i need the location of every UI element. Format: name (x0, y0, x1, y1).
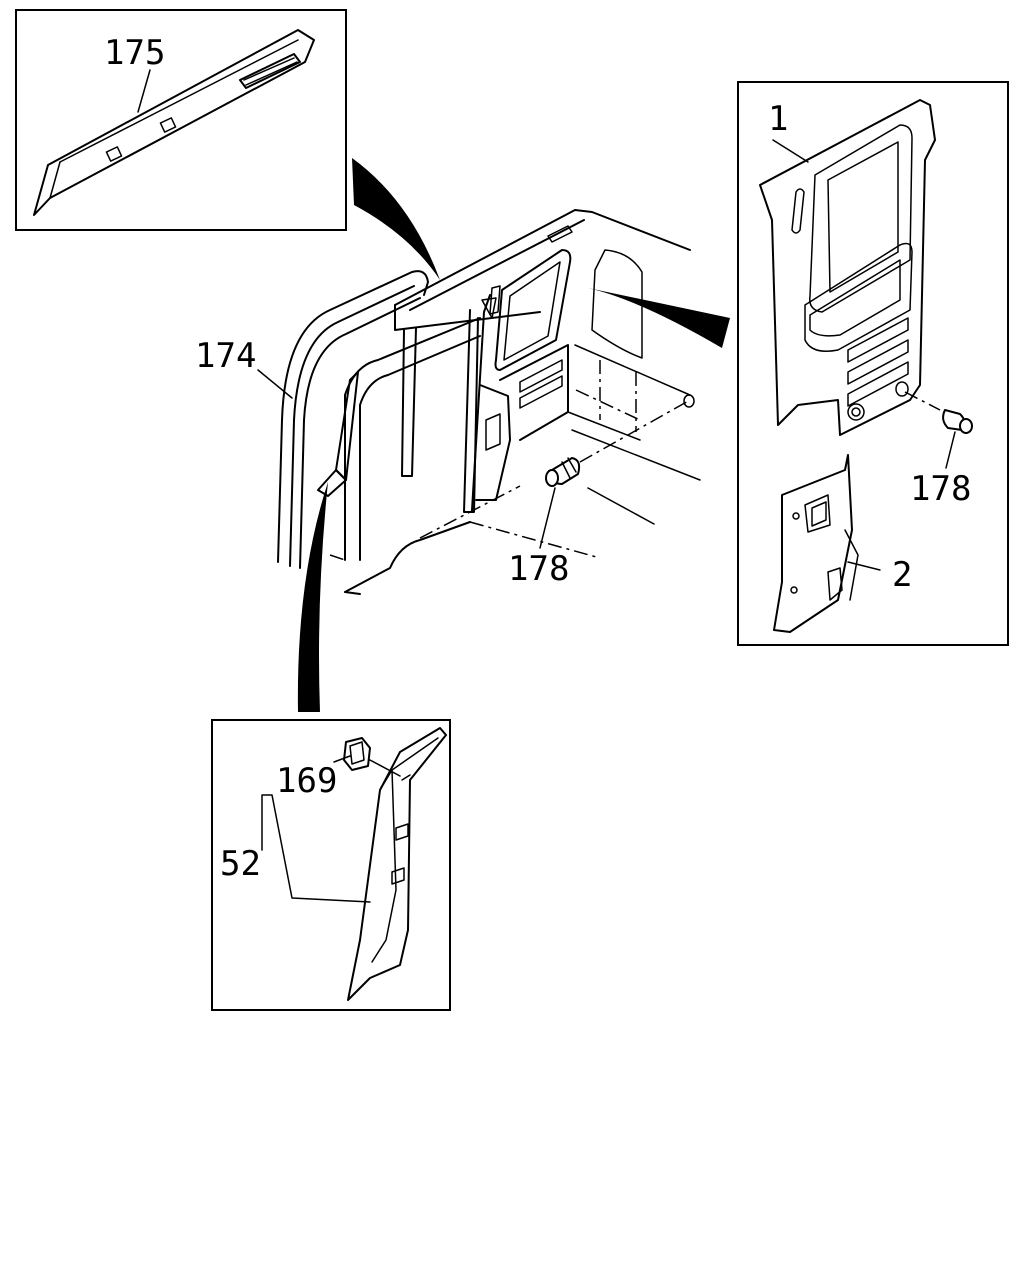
pointer-wedge-52 (297, 482, 328, 712)
leader-1 (772, 139, 809, 163)
leader-178-center (539, 487, 556, 549)
vent-grille (519, 359, 563, 409)
leader-2 (847, 561, 881, 571)
rear-window (494, 249, 572, 371)
part-178-clip-center: 178 (508, 394, 695, 589)
clip-hole (105, 146, 123, 162)
label-174: 174 (195, 336, 256, 376)
part-52-pillar-trim (347, 727, 447, 1001)
label-178-center: 178 (508, 549, 569, 589)
label-52: 52 (220, 844, 261, 884)
inset-right-frame (737, 81, 1009, 646)
leader-174 (257, 369, 293, 399)
inset-right: 1 178 2 (737, 81, 1009, 646)
part-1-window-opening (809, 124, 913, 313)
label-2: 2 (892, 555, 912, 595)
label-169: 169 (276, 761, 337, 801)
part-169-clip (343, 737, 371, 771)
part-1-vent-grille (847, 317, 909, 407)
inset-bottom-frame (211, 719, 451, 1011)
part-1-rear-trim (759, 99, 936, 436)
leader-178-right (945, 431, 956, 469)
pointer-wedge-175 (352, 158, 440, 280)
leader-52 (261, 794, 371, 903)
clip-head (545, 469, 559, 487)
part-174-weatherstrip: 174 (195, 270, 429, 569)
label-178-right: 178 (910, 469, 971, 509)
label-1: 1 (768, 99, 788, 139)
side-window (591, 249, 643, 359)
leader-175 (137, 69, 151, 113)
clip-right-head (959, 418, 973, 434)
inset-175-frame (15, 9, 347, 231)
leader-169 (333, 755, 351, 763)
pointer-wedge-1 (588, 288, 730, 348)
clip-hole (159, 117, 177, 133)
inset-175: 175 (15, 9, 347, 231)
label-175: 175 (104, 33, 165, 73)
inset-bottom: 169 52 (211, 719, 451, 1011)
cab-assembly (317, 209, 701, 595)
part-2-quarter-trim (773, 454, 853, 633)
